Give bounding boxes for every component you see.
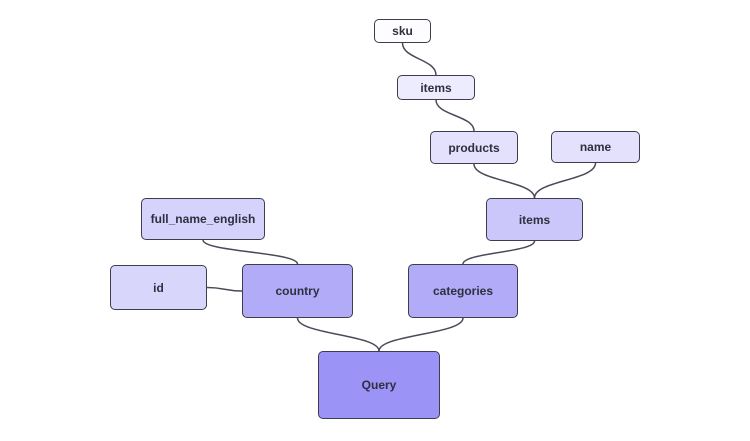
node-label-query: Query [361,378,397,392]
node-country: country [242,264,353,318]
node-label-categories: categories [432,284,494,298]
node-sku: sku [374,19,431,43]
node-label-sku: sku [392,24,413,38]
node-name: name [551,131,640,163]
node-full_name_english: full_name_english [141,198,265,240]
node-label-items-1: items [420,80,452,95]
node-label-country: country [275,284,320,298]
node-items-1: items [397,75,475,100]
edge-categories-to-query [378,317,464,352]
node-items-2: items [486,198,583,241]
node-label-full_name_english: full_name_english [150,212,256,226]
edge-items-1-to-products [435,99,475,132]
edge-items-2-to-categories [462,240,536,265]
edge-name-to-items-2 [533,162,597,199]
node-id: id [110,265,207,310]
node-categories: categories [408,264,518,318]
edge-id-to-country [206,286,243,292]
edge-sku-to-items-1 [401,42,437,76]
edge-country-to-query [296,317,380,352]
node-label-id: id [153,280,164,295]
node-label-products: products [448,140,500,155]
edge-full_name_english-to-country [202,239,299,265]
node-query: Query [318,351,440,419]
node-products: products [430,131,518,164]
edge-products-to-items-2 [473,163,536,199]
node-label-items-2: items [518,212,551,227]
node-label-name: name [579,140,612,154]
